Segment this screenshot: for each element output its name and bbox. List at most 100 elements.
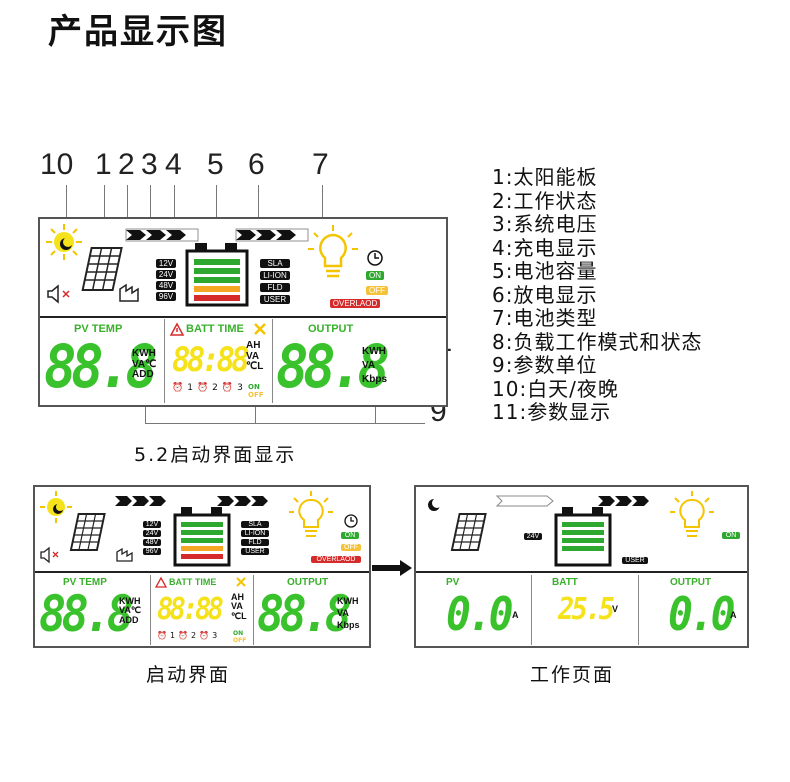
unit-label: KWH: [119, 596, 141, 606]
lcd-working-panel: 24V USER ON PV 0.0 A BATT 25.5 V OUTPUT …: [414, 485, 749, 648]
solar-panel-icon: [450, 513, 487, 551]
legend-item: 5:电池容量: [492, 259, 598, 283]
legend: 1:太阳能板 2:工作状态 3:系统电压 4:充电显示 5:电池容量 6:放电显…: [492, 165, 703, 425]
timer-on: ON: [248, 383, 260, 391]
batt-type-tag: LI-ION: [260, 271, 290, 280]
discharge-arrow-icon: [235, 228, 309, 242]
legend-item: 10:白天/夜晚: [492, 376, 619, 401]
pv-temp-digits: 88.8: [44, 332, 158, 402]
legend-item: 1:太阳能板: [492, 165, 598, 189]
charge-arrow-outline-icon: [495, 495, 554, 507]
batt-type-tag: FLD: [241, 539, 269, 546]
timer-row: ⏰1 ⏰2 ⏰3: [157, 631, 217, 640]
callout-1: 1: [95, 148, 112, 181]
discharge-arrow-icon: [217, 496, 268, 506]
batt-type-tag: USER: [241, 548, 269, 555]
pv-value: 0.0: [446, 587, 514, 641]
callout-3: 3: [141, 148, 158, 181]
voltage-tag: 12V: [143, 521, 161, 528]
timer-state: ON OFF: [248, 383, 264, 399]
output-label: OUTPUT: [670, 577, 712, 588]
load-off-tag: OFF: [341, 544, 361, 551]
alarm-clock-icon: ⏰: [172, 383, 184, 393]
callout-7: 7: [312, 148, 329, 181]
lcd-startup-panel: 12V 24V 48V 96V SLA LI-ION FLD USER ON O…: [33, 485, 371, 648]
leader-line: [375, 395, 376, 423]
unit-label: AH: [231, 592, 244, 602]
battery-type: SLA LI-ION FLD USER: [260, 259, 290, 304]
speaker-mute-icon: [47, 284, 70, 304]
callout-10: 10: [40, 148, 74, 181]
unit-label: Kbps: [337, 620, 360, 631]
callout-4: 4: [165, 148, 182, 181]
legend-item: 7:电池类型: [492, 306, 598, 330]
discharge-arrow-icon: [598, 496, 649, 506]
leader-line: [216, 185, 217, 240]
legend-item: 9:参数单位: [492, 353, 598, 377]
alarm-clock-icon: ⏰: [221, 383, 234, 393]
voltage-tag: 12V: [156, 259, 176, 268]
output-unit: A: [730, 610, 737, 620]
voltage-tag: 48V: [143, 539, 161, 546]
batt-time-digits: 88:88: [157, 592, 224, 627]
unit-label: VA: [246, 350, 260, 362]
timer-off: OFF: [248, 391, 264, 399]
output-units: KWH VA Kbps: [337, 595, 360, 631]
main-caption: 5.2启动界面显示: [134, 444, 297, 466]
sun-moon-icon: [40, 491, 72, 523]
load-off-tag: OFF: [366, 286, 388, 295]
voltage-tag: 96V: [143, 548, 161, 555]
lcd-separator: [272, 319, 273, 403]
leader-line: [255, 398, 256, 423]
lcd-divider: [40, 316, 446, 318]
callout-5: 5: [207, 148, 224, 181]
overload-tag: OVERLAOD: [311, 556, 361, 563]
leader-line: [258, 185, 259, 223]
voltage-tag: 96V: [156, 292, 176, 301]
output-label: OUTPUT: [308, 323, 354, 335]
unit-label: ADD: [132, 369, 154, 380]
unit-label: VA: [362, 360, 376, 371]
batt-time-digits: 88:88: [172, 340, 250, 380]
batt-type-tag: USER: [622, 557, 648, 564]
timer-state: ON OFF: [233, 630, 246, 644]
pv-unit: A: [512, 610, 519, 620]
alarm-clock-icon: ⏰: [178, 631, 189, 640]
leader-line: [66, 185, 67, 233]
unit-label: KWH: [132, 348, 156, 359]
tools-icon: [236, 577, 246, 587]
lcd-divider: [35, 571, 369, 573]
unit-label: KWH: [337, 596, 359, 606]
unit-label: VA: [231, 601, 243, 612]
lcd-divider: [416, 571, 747, 573]
lcd-main-panel: 12V 24V 48V 96V SLA LI-ION FLD USER ON: [38, 217, 448, 407]
unit-label: Kbps: [362, 374, 387, 385]
legend-item: 8:负载工作模式和状态: [492, 329, 703, 354]
output-units: KWH VA Kbps: [362, 345, 387, 387]
pv-temp-digits: 88.8: [39, 585, 134, 643]
leader-line: [150, 185, 151, 240]
solar-panel-icon: [81, 247, 123, 291]
pv-temp-label: PV TEMP: [74, 323, 123, 335]
battery-capacity-icon: [173, 507, 231, 567]
voltage-tag: 24V: [156, 270, 176, 279]
callout-2: 2: [118, 148, 135, 181]
alarm-clock-icon: ⏰: [196, 383, 209, 393]
startup-caption: 启动界面: [146, 664, 231, 686]
clock-icon: [367, 250, 383, 266]
leader-line: [145, 423, 425, 424]
timer-number: 1: [169, 631, 176, 640]
warning-icon: [169, 322, 185, 336]
warning-icon: [154, 576, 168, 588]
batt-unit: V: [612, 604, 619, 614]
light-bulb-icon: [308, 225, 358, 278]
timer-number: 2: [212, 383, 218, 393]
unit-label: KWH: [362, 346, 386, 357]
unit-label: VA℃: [132, 358, 157, 370]
battery-capacity-icon: [185, 243, 249, 307]
batt-label: BATT: [552, 577, 578, 588]
lcd-separator: [253, 575, 254, 645]
work-status-icon: [119, 283, 139, 302]
speaker-mute-icon: [40, 546, 59, 564]
battery-type: SLA LI-ION FLD USER: [241, 521, 269, 555]
